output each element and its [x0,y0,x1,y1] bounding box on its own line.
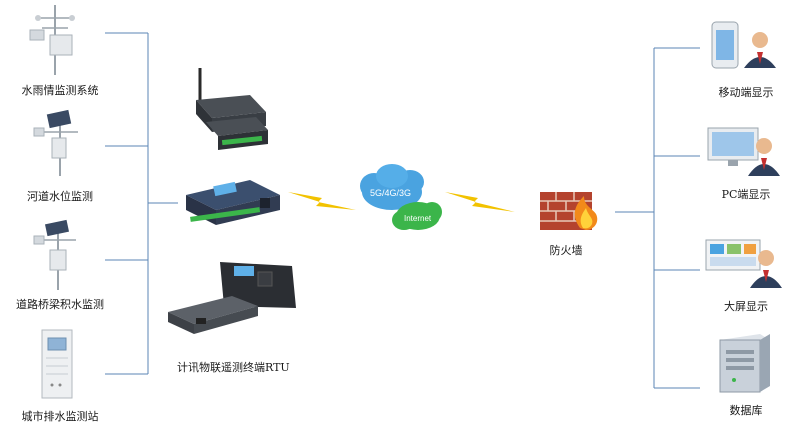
drainage-cabinet-icon [41,329,73,399]
display-label-pc: PC端显示 [721,188,771,201]
source-label-bridge: 道路桥梁积水监测 [16,298,104,311]
network-cloud-icon [360,164,442,230]
mobile-display-icon [711,21,776,69]
rtu-label: 计讯物联遥测终端RTU [177,361,290,374]
right-connectors [615,47,700,389]
source-label-drainage: 城市排水监测站 [21,410,99,423]
pc-display-icon [707,127,780,176]
big-screen-display-icon [705,239,782,288]
signal-lightning-left [288,192,356,210]
cloud-internet-label: Internet [404,214,432,223]
database-server-icon [719,334,770,393]
waterlogging-station-icon [33,219,76,290]
firewall-icon [540,192,598,230]
display-label-bigscreen: 大屏显示 [724,300,768,313]
rtu-terminal-icon [186,180,280,225]
source-label-river: 河道水位监测 [27,190,93,203]
signal-lightning-right [445,192,515,212]
weather-station-icon [29,5,75,75]
water-level-station-icon [33,109,78,176]
rtu-router-icon [196,68,268,150]
source-label-rain: 水雨情监测系统 [21,84,99,97]
left-connectors [105,32,178,375]
display-label-database: 数据库 [729,404,763,417]
firewall-label: 防火墙 [549,244,583,257]
display-label-mobile: 移动端显示 [718,86,774,99]
rtu-box-icon [168,262,296,334]
cloud-network-label: 5G/4G/3G [370,188,411,198]
